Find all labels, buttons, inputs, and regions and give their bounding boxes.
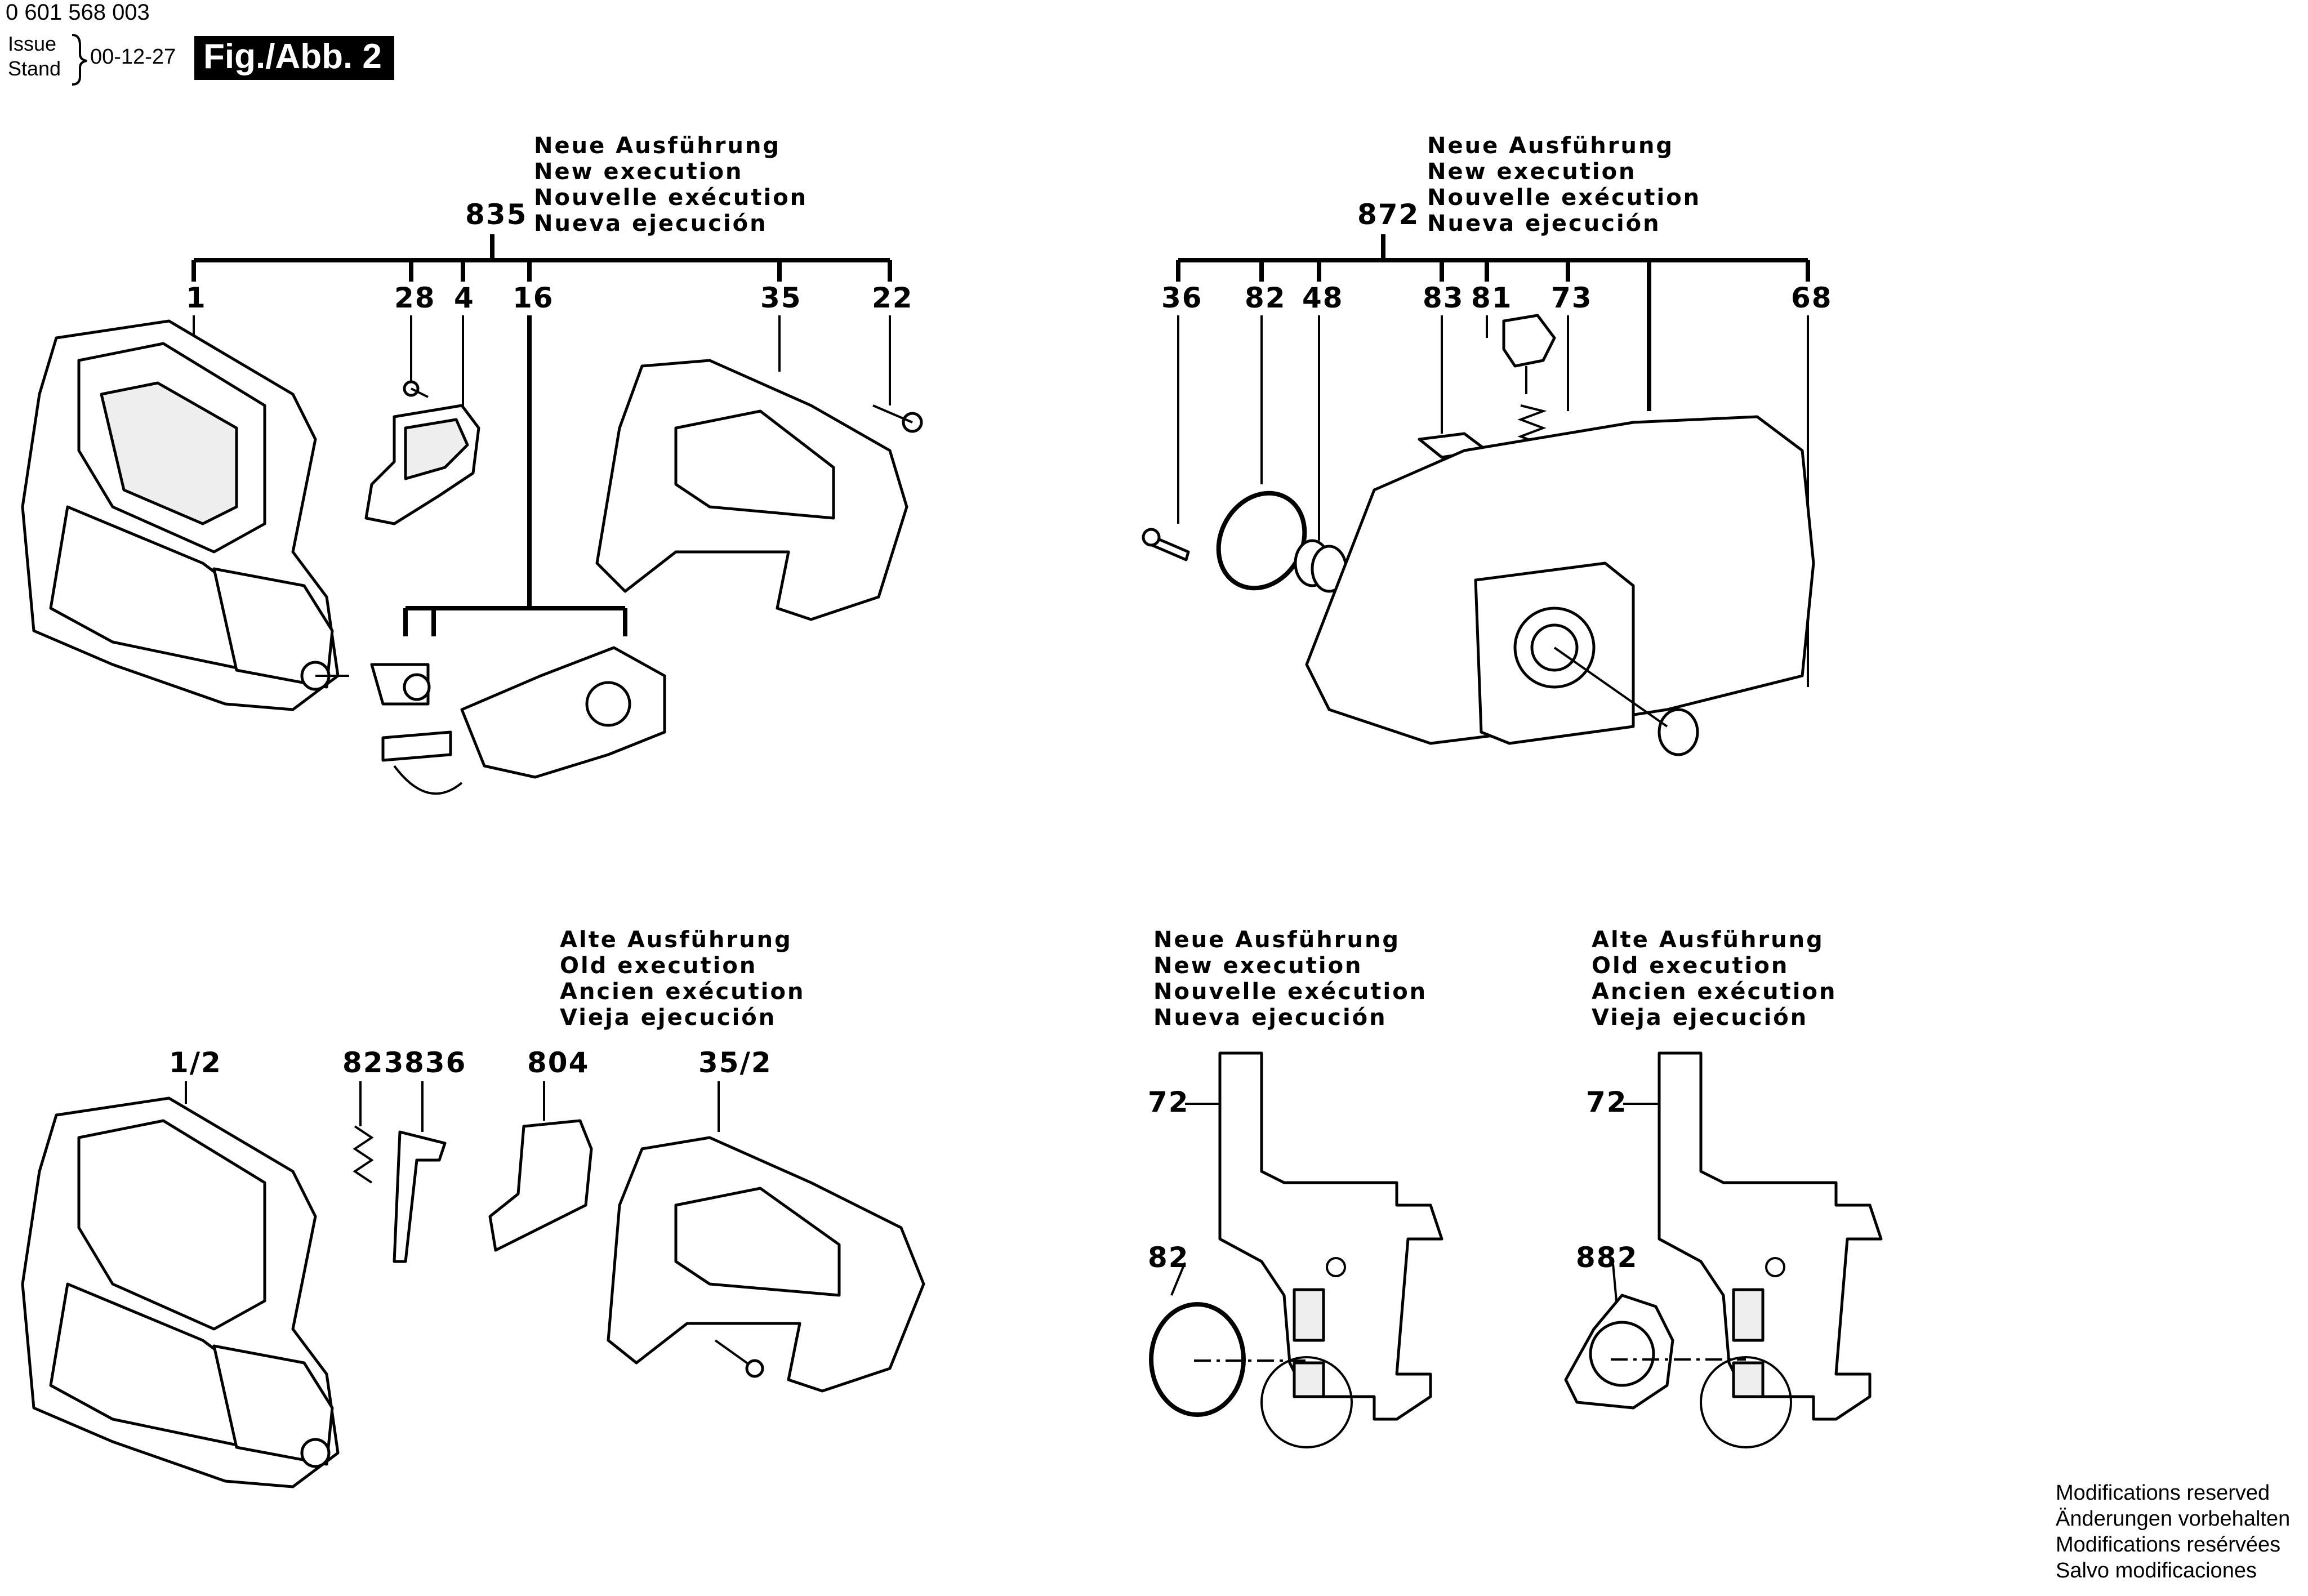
caption-bottom-left: Alte Ausführung Old execution Ancien exé… (560, 927, 805, 1031)
label-part-22: 22 (872, 282, 914, 314)
label-part-28: 28 (394, 282, 436, 314)
leader-lines-835 (193, 315, 891, 636)
label-part-35: 35 (760, 282, 802, 314)
label-part-73: 73 (1551, 282, 1593, 314)
figure-label: Fig./Abb. 2 (194, 36, 394, 80)
label-part-68: 68 (1791, 282, 1833, 314)
label-part-16: 16 (513, 282, 554, 314)
screw-part-28 (403, 380, 429, 398)
caption-line: Nueva ejecución (1153, 1005, 1387, 1031)
caption-line: New execution (534, 159, 743, 185)
housing-part-1-2 (21, 1096, 340, 1488)
caption-line: Neue Ausführung (534, 133, 781, 159)
issue-label: Issue (8, 32, 57, 55)
notice-line: Salvo modificaciones (2056, 1559, 2257, 1582)
caption-bottom-right: Alte Ausführung Old execution Ancien exé… (1592, 927, 1837, 1031)
o-ring-part-82 (1216, 491, 1307, 591)
label-part-72-new: 72 (1148, 1086, 1189, 1118)
label-part-35-2: 35/2 (698, 1046, 772, 1079)
spring-part-73 (1517, 404, 1547, 446)
caption-line: Alte Ausführung (560, 927, 792, 953)
label-assembly-872: 872 (1357, 198, 1420, 231)
switch-part-4 (364, 404, 480, 525)
label-part-81: 81 (1471, 282, 1513, 314)
switch-part-804 (488, 1119, 593, 1252)
caption-line: Vieja ejecución (560, 1005, 777, 1031)
caption-line: Ancien exécution (1592, 979, 1837, 1005)
label-part-48: 48 (1302, 282, 1344, 314)
caption-line: Nouvelle exécution (534, 185, 808, 211)
label-part-4: 4 (454, 282, 475, 314)
handle-cover-part-35 (595, 359, 908, 621)
brush-holder-part-16 (370, 646, 666, 795)
caption-line: Old execution (560, 953, 758, 979)
notice-line: Änderungen vorbehalten (2056, 1507, 2291, 1531)
label-part-882-old: 882 (1576, 1241, 1638, 1274)
caption-line: Ancien exécution (560, 979, 805, 1005)
screw-part-36 (1142, 528, 1190, 561)
label-part-1-2: 1/2 (169, 1046, 222, 1079)
caption-line: New execution (1153, 953, 1363, 979)
label-part-823: 823 (342, 1046, 405, 1079)
detail-new-execution (1149, 1051, 1443, 1448)
issue-date: 00-12-27 (90, 45, 176, 69)
bracket-872 (1176, 234, 1810, 411)
housing-part-1 (21, 319, 349, 711)
label-part-82: 82 (1245, 282, 1286, 314)
stand-label: Stand (8, 57, 61, 80)
label-part-83: 83 (1423, 282, 1464, 314)
detail-old-execution (1564, 1051, 1883, 1448)
gear-housing-part-68 (1305, 415, 1815, 756)
handle-cover-part-35-2 (607, 1136, 925, 1393)
spring-part-823 (353, 1125, 374, 1184)
caption-line: Nueva ejecución (1427, 211, 1661, 237)
label-part-836: 836 (404, 1046, 467, 1079)
notice-line: Modifications reserved (2056, 1481, 2270, 1505)
caption-line: Nouvelle exécution (1153, 979, 1428, 1005)
caption-bottom-mid: Neue Ausführung New execution Nouvelle e… (1153, 927, 1427, 1031)
lever-part-836 (393, 1130, 447, 1263)
label-part-36: 36 (1161, 282, 1203, 314)
notice-line: Modifications resérvées (2056, 1533, 2281, 1557)
caption-line: Neue Ausführung (1427, 133, 1674, 159)
label-part-804: 804 (527, 1046, 590, 1079)
caption-line: Nueva ejecución (534, 211, 768, 237)
bracket-835 (191, 234, 892, 282)
modifications-notice: Modifications reserved Änderungen vorbeh… (2056, 1480, 2290, 1584)
caption-line: Vieja ejecución (1592, 1005, 1808, 1031)
part-number: 0 601 568 003 (6, 0, 150, 25)
screw-part-22 (872, 404, 923, 433)
caption-line: Neue Ausführung (1153, 927, 1401, 953)
sleeve-part-48 (1294, 539, 1348, 593)
leader-lines-old (185, 1081, 720, 1132)
caption-line: Old execution (1592, 953, 1789, 979)
label-part-1: 1 (186, 282, 207, 314)
caption-top-right: Neue Ausführung New execution Nouvelle e… (1427, 133, 1701, 237)
caption-top-left: Neue Ausführung New execution Nouvelle e… (534, 133, 808, 237)
caption-line: Alte Ausführung (1592, 927, 1824, 953)
label-part-72-old: 72 (1586, 1086, 1628, 1118)
caption-line: New execution (1427, 159, 1637, 185)
button-part-81 (1502, 314, 1556, 394)
caption-line: Nouvelle exécution (1427, 185, 1701, 211)
label-assembly-835: 835 (465, 198, 528, 231)
